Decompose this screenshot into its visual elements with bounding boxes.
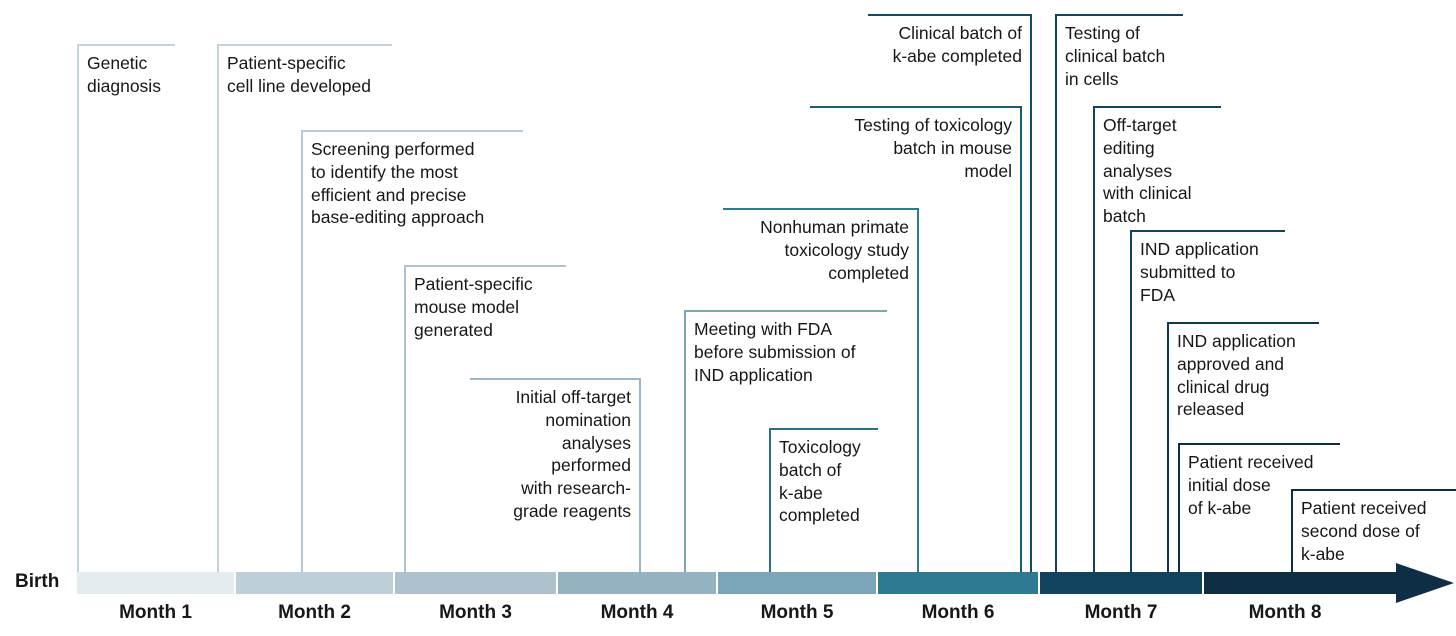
month-band-2 (236, 572, 393, 594)
month-band-3 (395, 572, 556, 594)
milestone-genetic-diagnosis: Genetic diagnosis (77, 44, 175, 572)
milestone-label: Off-target editing analyses with clinica… (1103, 115, 1192, 226)
milestone-label: Testing of clinical batch in cells (1065, 23, 1166, 89)
milestone-meeting-with-fda: Meeting with FDA before submission of IN… (684, 310, 887, 572)
month-label-3: Month 3 (439, 602, 512, 623)
month-label-8: Month 8 (1248, 602, 1322, 623)
milestone-label: IND application approved and clinical dr… (1177, 331, 1296, 420)
month-band-1 (77, 572, 234, 594)
milestone-label: Patient received second dose of k-abe (1301, 498, 1427, 564)
month-label-2: Month 2 (278, 602, 351, 623)
month-label-6: Month 6 (921, 602, 995, 623)
milestone-ind-application-submitted: IND application submitted to FDA (1130, 230, 1285, 572)
milestone-testing-toxicology-batch-mouse: Testing of toxicology batch in mouse mod… (810, 106, 1022, 572)
milestone-label: Patient-specific mouse model generated (414, 274, 533, 340)
axis-birth-label: Birth (15, 571, 60, 592)
month-band-5 (718, 572, 876, 594)
milestone-off-target-editing-analyses: Off-target editing analyses with clinica… (1093, 106, 1221, 572)
month-label-4: Month 4 (600, 602, 674, 623)
milestone-label: Patient-specific cell line developed (227, 53, 371, 96)
milestone-patient-specific-mouse-model: Patient-specific mouse model generated (404, 265, 566, 572)
milestone-label: Clinical batch of k-abe completed (892, 23, 1022, 66)
milestone-ind-application-approved: IND application approved and clinical dr… (1167, 322, 1319, 572)
milestone-clinical-batch-completed: Clinical batch of k-abe completed (868, 14, 1032, 572)
axis-arrowhead-icon (1396, 563, 1454, 603)
milestone-patient-received-second-dose: Patient received second dose of k-abe (1291, 489, 1456, 572)
month-label-1: Month 1 (119, 602, 192, 623)
month-band-4 (558, 572, 716, 594)
timeline-axis: Month 1 Month 2 Month 3 Month 4 Month 5 … (0, 563, 1456, 636)
milestone-label: Testing of toxicology batch in mouse mod… (854, 115, 1012, 181)
milestone-screening-performed: Screening performed to identify the most… (301, 130, 523, 572)
milestone-label: Nonhuman primate toxicology study comple… (760, 217, 909, 283)
milestone-label: Toxicology batch of k-abe completed (779, 437, 861, 526)
milestone-label: Screening performed to identify the most… (311, 139, 485, 228)
milestone-initial-off-target-nomination: Initial off-target nomination analyses p… (470, 378, 641, 572)
month-band-6 (878, 572, 1038, 594)
milestone-label: Initial off-target nomination analyses p… (513, 387, 631, 521)
milestone-patient-specific-cell-line: Patient-specific cell line developed (217, 44, 392, 572)
milestone-label: Meeting with FDA before submission of IN… (694, 319, 856, 385)
milestone-patient-received-initial-dose: Patient received initial dose of k-abe (1178, 443, 1340, 572)
month-band-8 (1204, 572, 1396, 594)
month-band-7 (1040, 572, 1202, 594)
milestone-nonhuman-primate-toxicology: Nonhuman primate toxicology study comple… (723, 208, 919, 572)
milestone-label: Patient received initial dose of k-abe (1188, 452, 1314, 518)
month-label-7: Month 7 (1084, 602, 1158, 623)
milestone-testing-clinical-batch-cells: Testing of clinical batch in cells (1055, 14, 1183, 572)
month-label-5: Month 5 (760, 602, 834, 623)
milestone-label: IND application submitted to FDA (1140, 239, 1259, 305)
milestone-label: Genetic diagnosis (87, 53, 161, 96)
milestone-toxicology-batch-completed: Toxicology batch of k-abe completed (769, 428, 878, 572)
